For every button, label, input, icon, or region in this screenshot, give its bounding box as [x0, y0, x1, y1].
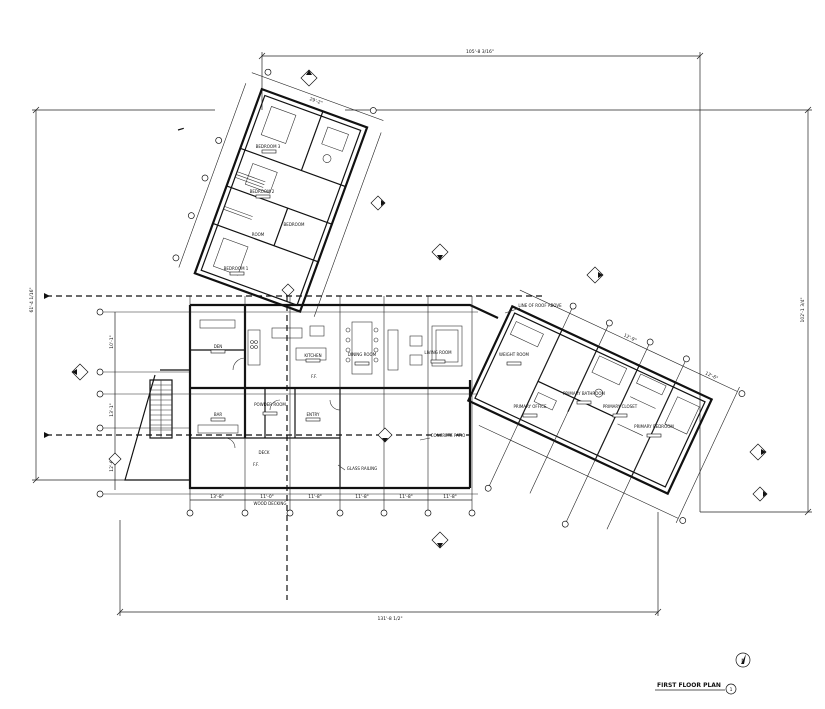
title-block: FIRST FLOOR PLAN 1 — [655, 682, 737, 695]
room-label-entry: ENTRY — [307, 412, 320, 417]
drawing-title: FIRST FLOOR PLAN — [657, 682, 721, 689]
drawing-number: 1 — [730, 687, 733, 693]
room-label-kitchen: KITCHEN — [304, 353, 321, 358]
markers — [71, 69, 768, 549]
dimension-vertical-1: 10'-1" — [109, 335, 115, 349]
room-label-primary-bedroom: PRIMARY BEDROOM — [634, 424, 674, 429]
section-lines — [44, 127, 545, 600]
elevation-marker-north — [300, 69, 318, 87]
note-wood-decking: WOOD DECKING — [254, 501, 287, 506]
room-label-bedroom-1: BEDROOM 1 — [224, 266, 249, 271]
elevation-marker-wing-top — [281, 283, 295, 297]
dimension-segment-4: 11'-8" — [355, 494, 369, 500]
room-label-powder-room: POWDER ROOM — [254, 402, 286, 407]
note-line-of-roof: LINE OF ROOF ABOVE — [518, 303, 562, 308]
dimension-segment-6: 11'-8" — [443, 494, 457, 500]
stairs — [150, 380, 172, 438]
room-label-primary-bathroom: PRIMARY BATHROOM — [563, 391, 605, 396]
room-label-den: DEN — [214, 344, 223, 349]
dimension-bottom: 131'-8 1/2" — [377, 616, 402, 622]
room-label-room: ROOM — [252, 232, 265, 237]
east-room-labels: WEIGHT ROOM PRIMARY OFFICE PRIMARY BATHR… — [499, 352, 674, 438]
annotations: LINE OF ROOF ABOVE CONCRETE PATIO GLASS … — [253, 303, 562, 506]
note-ff-kitchen: F.F. — [311, 374, 317, 379]
elevation-marker-west — [71, 363, 89, 381]
elevation-marker-east — [749, 443, 767, 461]
note-deck: DECK — [258, 450, 269, 455]
elevation-marker-patio — [377, 427, 393, 443]
room-label-bedroom: BEDROOM — [284, 222, 305, 227]
dimension-left: 61'-4 1/16" — [29, 287, 35, 312]
room-label-primary-closet: PRIMARY CLOSET — [603, 404, 638, 409]
room-label-bedroom-3: BEDROOM 3 — [256, 144, 281, 149]
elevation-marker-south — [431, 531, 449, 549]
dimension-top: 105'-8 3/16" — [466, 49, 494, 55]
room-label-bar: BAR — [214, 412, 222, 417]
elevation-marker-center — [431, 243, 449, 261]
dimension-east-a: 12'-9" — [623, 332, 638, 343]
main-grid: 13'-8" 11'-0" 11'-8" 11'-8" 11'-8" 11'-8… — [96, 296, 478, 517]
note-glass-railing: GLASS RAILING — [347, 466, 378, 471]
dimension-vertical-3: 12'-6" — [109, 458, 115, 472]
note-ff-deck: F.F. — [253, 462, 259, 467]
dimension-wing: 29'-2" — [309, 96, 324, 106]
main-room-labels: DEN BAR POWDER ROOM KITCHEN DINING ROOM … — [210, 344, 452, 422]
dimension-segment-5: 11'-8" — [399, 494, 413, 500]
room-label-dining-room: DINING ROOM — [348, 352, 377, 357]
dimension-segment-2: 11'-0" — [260, 494, 274, 500]
north-label: N — [741, 658, 744, 664]
dimension-vertical-2: 13'-1" — [109, 403, 115, 417]
dimension-east-b: 12'-6" — [704, 371, 719, 382]
room-label-bedroom-2: BEDROOM 2 — [250, 189, 275, 194]
main-block — [124, 303, 499, 490]
elevation-marker-bottom-left — [108, 452, 122, 466]
dimension-segment-3: 11'-8" — [308, 494, 322, 500]
elevation-marker-southeast — [752, 486, 768, 502]
elevation-marker-northeast — [586, 266, 604, 284]
room-label-weight-room: WEIGHT ROOM — [499, 352, 530, 357]
dimension-right: 102'-1 3/4" — [800, 297, 806, 322]
overall-dimensions: 105'-8 3/16" 61'-4 1/16" 102'-1 3/4" 131… — [29, 49, 812, 622]
dimension-segment-1: 13'-8" — [210, 494, 224, 500]
north-arrow: N — [735, 652, 751, 668]
elevation-marker-wing — [370, 195, 386, 211]
room-label-living-room: LIVING ROOM — [424, 350, 452, 355]
bedroom-wing: 29'-2" — [172, 68, 384, 317]
note-concrete-patio: CONCRETE PATIO — [431, 433, 466, 438]
room-label-primary-office: PRIMARY OFFICE — [513, 404, 547, 409]
east-wing: 12'-9" 12'-6" — [466, 289, 746, 530]
